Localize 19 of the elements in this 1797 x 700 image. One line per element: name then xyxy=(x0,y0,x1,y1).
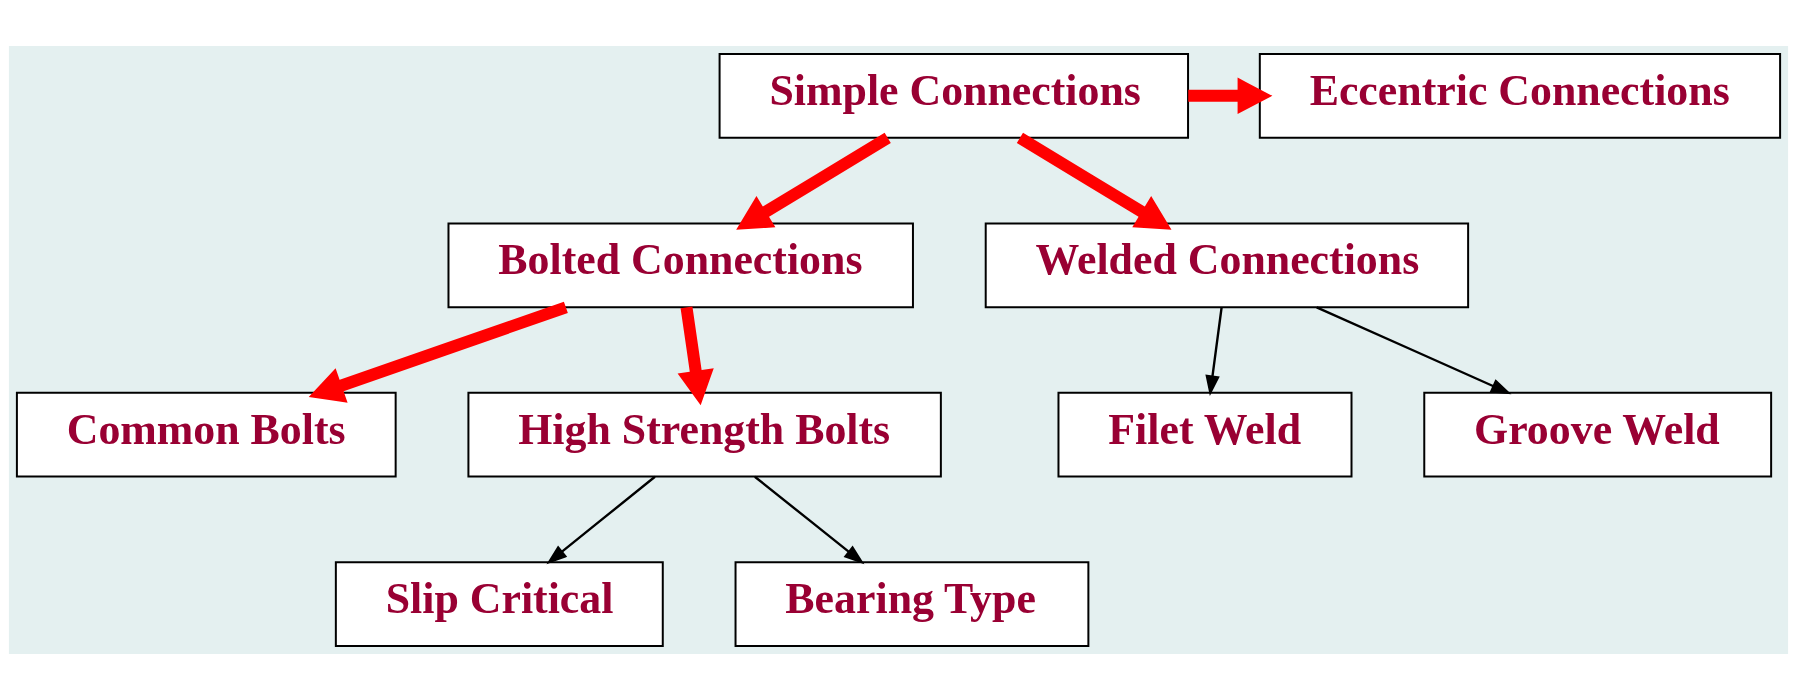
node-box: High Strength Bolts xyxy=(467,391,942,478)
arrow xyxy=(754,475,865,565)
node-box: Slip Critical xyxy=(334,561,664,648)
arrow xyxy=(1016,132,1172,230)
arrow xyxy=(1316,306,1512,395)
arrow xyxy=(308,301,568,403)
node-box: Filet Weld xyxy=(1057,391,1353,478)
arrow xyxy=(1205,307,1223,397)
node-box: Welded Connections xyxy=(984,222,1470,309)
arrow xyxy=(677,306,714,406)
arrow xyxy=(546,475,656,565)
node-box: Simple Connections xyxy=(718,52,1190,139)
node-box: Common Bolts xyxy=(15,391,397,478)
arrow xyxy=(1188,77,1273,115)
node-box: Groove Weld xyxy=(1423,391,1773,478)
node-box: Bearing Type xyxy=(734,561,1090,648)
node-box: Bolted Connections xyxy=(447,222,914,309)
arrow xyxy=(736,132,891,230)
node-box: Eccentric Connections xyxy=(1258,52,1782,139)
